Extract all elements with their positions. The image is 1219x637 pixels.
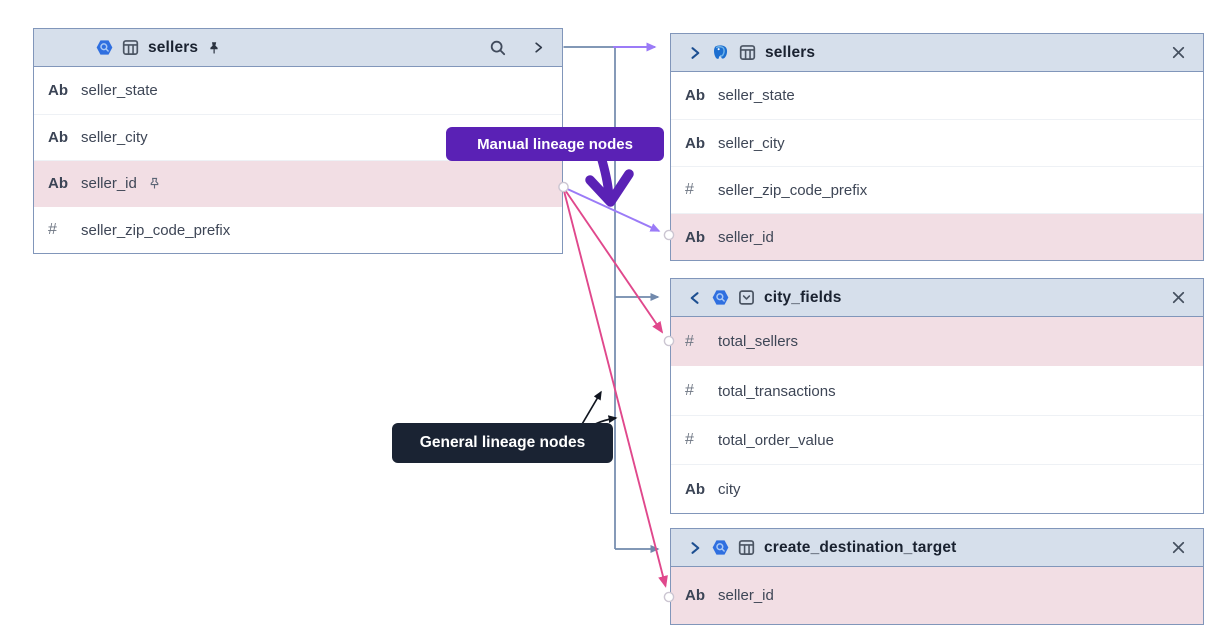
table-icon <box>122 39 139 56</box>
field-row[interactable]: Ab seller_id <box>671 213 1203 260</box>
lineage-node-sellers-target: sellers Ab seller_state Ab seller_city #… <box>670 33 1204 261</box>
field-type-badge: Ab <box>48 81 68 99</box>
node-title: city_fields <box>764 288 842 306</box>
general-lineage-edges <box>563 46 660 553</box>
chevron-right-icon[interactable] <box>687 45 703 61</box>
node-header[interactable]: city_fields <box>671 279 1203 317</box>
close-icon[interactable] <box>1170 44 1187 61</box>
node-header[interactable]: sellers <box>34 29 562 67</box>
field-name: seller_zip_code_prefix <box>718 181 868 199</box>
bigquery-icon <box>96 39 113 56</box>
lineage-node-city-fields: city_fields # total_sellers # total_tran… <box>670 278 1204 514</box>
field-name: seller_state <box>718 87 795 104</box>
bigquery-icon <box>712 289 729 306</box>
pin-solid-icon[interactable] <box>207 41 221 55</box>
field-type-badge: Ab <box>685 134 705 152</box>
field-type-badge: Ab <box>685 480 705 498</box>
expand-chevron-icon[interactable] <box>531 40 546 55</box>
search-icon[interactable] <box>489 39 507 57</box>
field-name: seller_city <box>81 128 148 146</box>
chevron-left-icon[interactable] <box>687 290 703 306</box>
field-row[interactable]: # total_transactions <box>671 366 1203 415</box>
field-name: city <box>718 480 741 498</box>
close-icon[interactable] <box>1170 289 1187 306</box>
field-row[interactable]: # total_order_value <box>671 415 1203 464</box>
postgres-icon <box>712 44 730 62</box>
field-type-badge: Ab <box>685 228 705 246</box>
node-title: create_destination_target <box>764 538 957 556</box>
field-row[interactable]: Ab seller_state <box>671 72 1203 119</box>
edge-port-circles <box>558 181 675 603</box>
field-type-badge: Ab <box>48 175 68 193</box>
field-name: seller_city <box>718 134 785 152</box>
field-type-badge: Ab <box>48 128 68 146</box>
field-row[interactable]: # seller_zip_code_prefix <box>34 206 562 253</box>
node-title: sellers <box>148 38 199 56</box>
field-type-badge: # <box>685 382 694 399</box>
field-row[interactable]: Ab city <box>671 464 1203 513</box>
field-row[interactable]: Ab seller_state <box>34 67 562 114</box>
field-row[interactable]: # seller_zip_code_prefix <box>671 166 1203 213</box>
pin-outline-icon <box>148 177 161 190</box>
field-name: total_transactions <box>718 382 836 400</box>
node-header[interactable]: sellers <box>671 34 1203 72</box>
table-icon <box>739 44 756 61</box>
field-name: seller_zip_code_prefix <box>81 221 231 239</box>
field-row[interactable]: Ab seller_city <box>671 119 1203 166</box>
table-icon <box>738 539 755 556</box>
field-name: seller_id <box>718 228 774 246</box>
field-name: seller_id <box>718 587 774 604</box>
field-name: total_order_value <box>718 431 834 449</box>
field-type-badge: # <box>685 181 694 198</box>
field-type-badge: Ab <box>685 87 705 104</box>
node-header[interactable]: create_destination_target <box>671 529 1203 567</box>
field-type-badge: # <box>48 221 57 239</box>
manual-lineage-annotation-badge: Manual lineage nodes <box>446 127 664 161</box>
field-name: seller_state <box>81 81 158 99</box>
field-type-badge: # <box>685 431 694 448</box>
field-type-badge: Ab <box>685 587 705 604</box>
lineage-node-create-destination-target: create_destination_target Ab seller_id <box>670 528 1204 625</box>
node-title: sellers <box>765 43 816 61</box>
field-name: total_sellers <box>718 333 799 350</box>
bigquery-icon <box>712 539 729 556</box>
general-lineage-annotation-badge: General lineage nodes <box>392 423 613 463</box>
close-icon[interactable] <box>1170 539 1187 556</box>
field-row[interactable]: # total_sellers <box>671 317 1203 366</box>
field-row[interactable]: Ab seller_id <box>671 567 1203 624</box>
chevron-right-icon[interactable] <box>687 540 703 556</box>
field-name: seller_id <box>81 175 137 193</box>
lineage-node-sellers-source: sellers Ab seller_state Ab seller_city <box>33 28 563 254</box>
field-type-badge: # <box>685 332 694 350</box>
selected-lineage-edges <box>562 186 668 588</box>
field-row[interactable]: Ab seller_id <box>34 160 562 207</box>
view-icon <box>738 289 755 306</box>
